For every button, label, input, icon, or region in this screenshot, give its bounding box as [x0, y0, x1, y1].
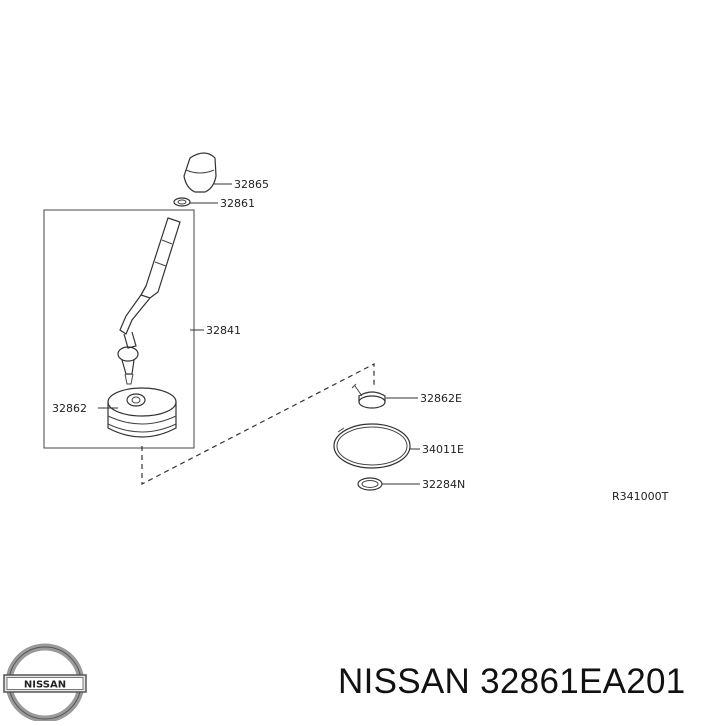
- label-32862E: 32862E: [420, 392, 462, 405]
- label-32284N: 32284N: [422, 478, 465, 491]
- label-34011E: 34011E: [422, 443, 464, 456]
- nissan-logo-icon: NISSAN: [2, 635, 88, 723]
- label-32865: 32865: [234, 178, 269, 191]
- part-number: 32861EA201: [480, 662, 686, 701]
- label-32862: 32862: [52, 402, 87, 415]
- logo-text: NISSAN: [24, 680, 66, 691]
- label-32841: 32841: [206, 324, 241, 337]
- reference-code: R341000T: [612, 490, 669, 503]
- lever-part: [117, 217, 181, 385]
- lever-assembly-frame: [43, 209, 195, 449]
- brand-name: NISSAN: [338, 662, 471, 701]
- knob-part: [183, 152, 217, 193]
- label-32861: 32861: [220, 197, 255, 210]
- part-caption: NISSAN 32861EA201: [338, 662, 686, 702]
- clip-part: [351, 383, 386, 409]
- seal-part: [357, 477, 383, 491]
- lever-base-part: [107, 387, 177, 438]
- boot-ring-part: [333, 423, 411, 469]
- assembly-guide-line: [141, 363, 375, 485]
- knob-ring-part: [173, 197, 191, 207]
